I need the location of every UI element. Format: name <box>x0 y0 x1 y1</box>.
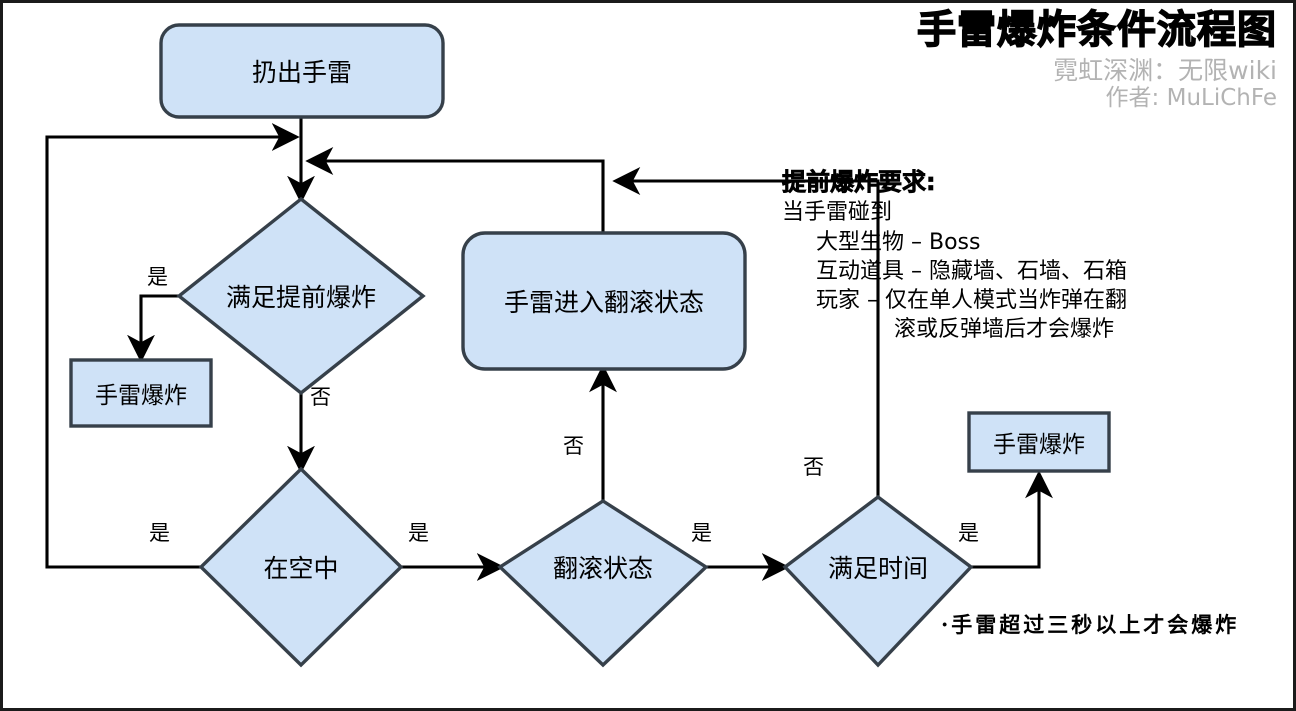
author-credit: 作者: MuLiChFe <box>1105 85 1277 112</box>
edge-enterroll-to-junction <box>305 147 605 233</box>
node-explode-right <box>967 411 1111 473</box>
edge-preexplode-yes <box>127 294 181 363</box>
wiki-subtitle: 霓虹深渊：无限wiki <box>1053 55 1277 85</box>
requirements-item-continuation: 滚或反弹墙后才会爆炸 <box>894 316 1115 342</box>
edge-label-inair-yes: 是 <box>149 521 170 545</box>
page-title: 手雷爆炸条件流程图 <box>916 8 1277 53</box>
edge-label-preexplode-yes: 是 <box>147 265 168 289</box>
node-roll-state <box>497 498 709 668</box>
requirements-item: 互动道具 – 隐藏墙、石墙、石箱 <box>816 258 1127 284</box>
edge-timeok-yes <box>971 470 1053 569</box>
edge-label-timeok-no: 否 <box>803 455 824 479</box>
requirements-note: 提前爆炸要求: 当手雷碰到 大型生物 – Boss 互动道具 – 隐藏墙、石墙、… <box>782 167 1127 344</box>
node-explode-left <box>69 358 213 428</box>
edge-label-preexplode-no: 否 <box>310 385 331 409</box>
edge-timeok-no <box>612 167 880 510</box>
requirements-intro: 当手雷碰到 <box>782 200 893 225</box>
edge-label-timeok-yes: 是 <box>958 521 979 545</box>
bottom-note: ·手雷超过三秒以上才会爆炸 <box>941 612 1240 637</box>
requirements-title: 提前爆炸要求: <box>782 168 936 197</box>
requirements-item: 大型生物 – Boss <box>816 229 981 255</box>
node-pre-explode <box>176 196 426 396</box>
node-throw-grenade <box>159 23 445 119</box>
edge-inair-yes-loop <box>45 123 300 569</box>
node-in-air <box>198 466 404 668</box>
node-enter-roll <box>461 231 747 371</box>
edge-label-rollstate-no: 否 <box>563 434 584 458</box>
header-block: 手雷爆炸条件流程图 霓虹深渊：无限wiki 作者: MuLiChFe <box>916 8 1277 113</box>
edge-label-rollstate-yes: 是 <box>691 521 712 545</box>
edge-label-inair-to-roll-yes: 是 <box>408 521 429 545</box>
requirements-item: 玩家 – 仅在单人模式当炸弹在翻 <box>816 287 1127 313</box>
diagram-vector-layer <box>45 23 1111 668</box>
node-time-ok <box>782 494 974 668</box>
